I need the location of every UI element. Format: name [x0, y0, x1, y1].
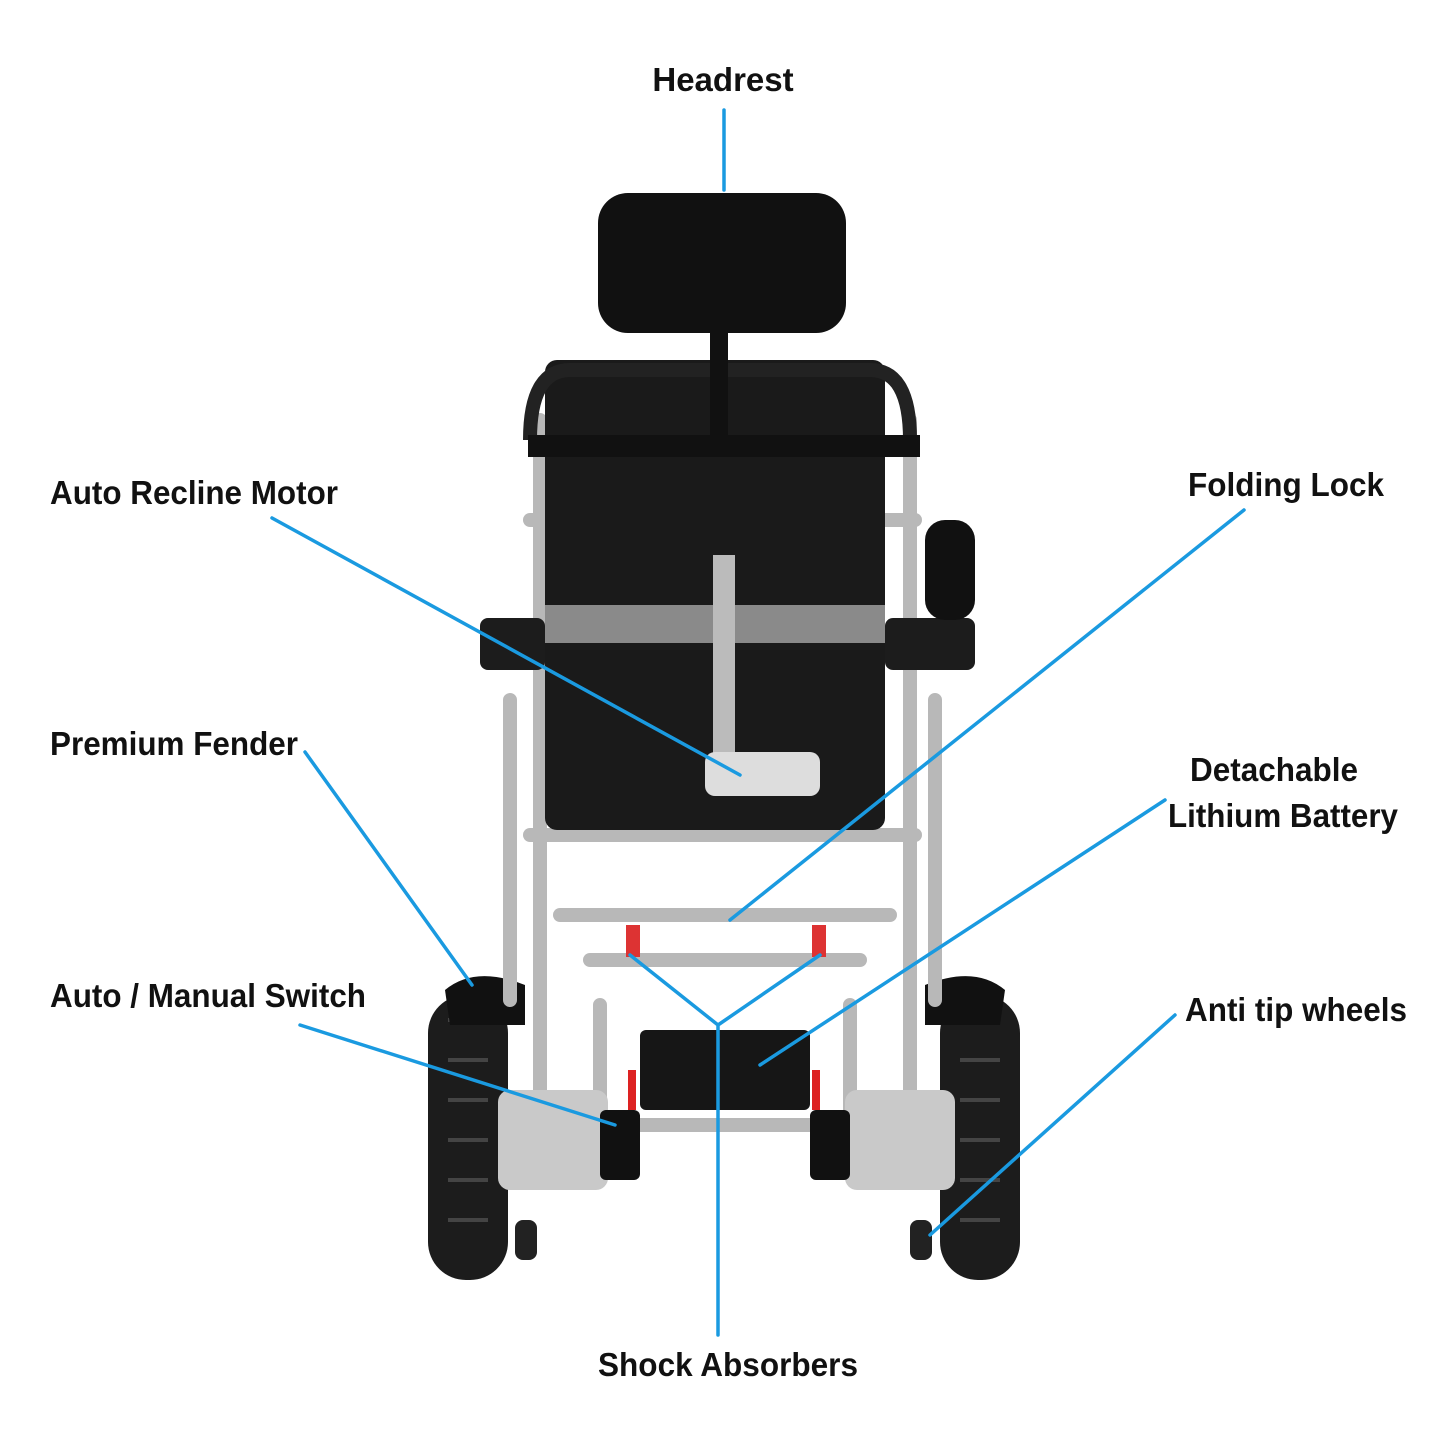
labels: Headrest Auto Recline Motor Folding Lock…	[50, 61, 1407, 1383]
label-headrest: Headrest	[652, 61, 793, 98]
label-lithium-battery: Lithium Battery	[1168, 797, 1399, 834]
label-folding-lock: Folding Lock	[1188, 466, 1385, 503]
folding-lock-line	[728, 508, 1246, 922]
switch-line	[298, 1023, 617, 1127]
right-fender	[925, 976, 1005, 1025]
recline-actuator	[713, 555, 735, 755]
headrest-pad	[598, 193, 846, 333]
label-shock-absorbers: Shock Absorbers	[598, 1346, 858, 1383]
label-anti-tip-wheels: Anti tip wheels	[1185, 991, 1407, 1028]
left-rear-wheel	[428, 995, 508, 1280]
label-detachable: Detachable	[1190, 751, 1358, 788]
label-premium-fender: Premium Fender	[50, 725, 298, 762]
recline-motor	[705, 752, 820, 796]
right-motor	[845, 1090, 955, 1190]
label-auto-manual-switch: Auto / Manual Switch	[50, 977, 366, 1014]
joystick	[925, 520, 975, 620]
left-anti-tip-wheel	[515, 1220, 537, 1260]
anti-tip-line	[928, 1013, 1177, 1237]
right-armrest	[885, 618, 975, 670]
shock-absorbers-line	[628, 953, 822, 1337]
battery-line	[758, 798, 1167, 1067]
wheelchair-illustration	[428, 193, 1020, 1280]
leader-lines	[270, 108, 1246, 1337]
fender-line	[303, 750, 474, 987]
right-shock	[812, 925, 826, 957]
battery	[640, 1030, 810, 1110]
right-anti-tip-wheel	[910, 1220, 932, 1260]
left-shock	[626, 925, 640, 957]
recline-motor-line	[270, 516, 742, 777]
label-auto-recline-motor: Auto Recline Motor	[50, 474, 338, 511]
